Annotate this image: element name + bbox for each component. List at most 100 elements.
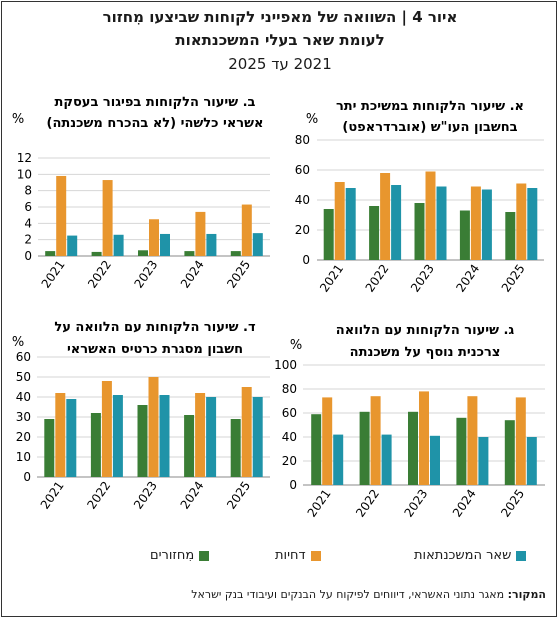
legend-label-rejections: דחיות [275,548,306,563]
chart-3-ytick-label: 80 [282,382,297,396]
chart-3-bar-refinanced [504,420,515,485]
chart-4-bar-rest [252,397,263,477]
chart-1-bar-rest [345,188,356,260]
chart-2-bar-rejections [241,204,252,256]
chart-2-category-label: 2023 [131,258,160,291]
figure-title: איור 4 | השוואה של מאפייני לקוחות שביצעו… [102,8,458,26]
chart-1-bar-refinanced [459,210,470,260]
chart-1-bar-rejections [470,186,481,260]
source-text: מאגר נתוני האשראי, דיווחים לפיקוח על הבנ… [191,588,505,601]
chart-4-bar-rejections [148,377,159,477]
chart-4-bar-rest [66,399,77,477]
chart-2-unit-label: % [12,112,24,127]
chart-1-bar-rejections [516,183,527,260]
chart-1-bar-refinanced [369,206,380,260]
chart-4-ytick-label: 20 [16,430,31,444]
chart-3-bar-rest [381,434,392,485]
chart-1-bar-rest [481,189,492,260]
legend-item-refinanced: מִחזורים [150,548,210,563]
chart-3-bar-refinanced [456,417,467,485]
chart-2-bar-rejections [56,175,67,256]
chart-1-category-label: 2025 [499,262,528,295]
chart-4-ytick-label: 60 [16,350,31,364]
chart-3-bar-rejections [322,397,333,485]
chart-1-bar-refinanced [414,203,425,260]
chart-4-category-label: 2025 [224,479,253,512]
chart-1-bar-rejections [380,173,391,260]
chart-2-bar-rest [67,235,78,256]
chart-3-title-line2: צרכנית נוסף על משכנתה [350,345,501,360]
chart-2-bar-refinanced [91,251,102,256]
chart-4-ytick-label: 50 [16,370,31,384]
source-label: המקור: [507,588,546,601]
chart-3-bar-rejections [370,396,381,485]
legend-swatch-refinanced [199,550,210,561]
chart-1-category-label: 2024 [453,262,482,295]
chart-4-category-label: 2022 [84,479,113,512]
legend-label-rest: שאר המשכנתאות [414,548,512,563]
chart-1-bar-rest [436,186,447,260]
chart-4-category-label: 2024 [178,479,207,512]
chart-1-ytick-label: 20 [295,223,310,237]
chart-4-category-label: 2021 [38,479,67,512]
chart-2-ytick-label: 8 [24,184,32,198]
chart-4-bar-refinanced [230,419,241,477]
chart-3-ytick-label: 0 [289,478,297,492]
chart-2-category-label: 2021 [39,258,68,291]
chart-4-bar-rejections [55,393,66,477]
chart-4-bar-refinanced [90,413,101,477]
chart-1-category-label: 2023 [408,262,437,295]
legend-label-refinanced: מִחזורים [150,548,195,563]
chart-1-bar-rejections [425,171,436,260]
chart-1-title-line1: א. שיעור הלקוחות במשיכת יתר [336,99,524,114]
chart-3-unit-label: % [290,338,302,353]
chart-3-bar-rejections [467,396,478,485]
chart-2-bar-refinanced [230,251,241,256]
chart-1-ytick-label: 60 [295,163,310,177]
source-note: המקור: מאגר נתוני האשראי, דיווחים לפיקוח… [191,588,546,601]
chart-3-bar-rest [430,435,440,485]
chart-2-bar-rest [206,233,217,256]
chart-2-category-label: 2024 [178,258,207,291]
chart-2-bar-refinanced [45,251,56,256]
chart-2-bar-rejections [102,180,113,256]
chart-2-bar-refinanced [184,251,195,256]
chart-3-bar-rejections [515,397,526,485]
chart-2-ytick-label: 10 [17,167,32,181]
chart-3-ytick-label: 40 [282,430,297,444]
chart-2-bar-refinanced [138,250,148,256]
chart-1-bar-rest [391,185,402,260]
chart-1-ytick-label: 0 [302,253,310,267]
chart-2-ytick-label: 4 [24,216,32,230]
chart-2-bar-rest [160,233,170,256]
legend-swatch-rejections [310,550,321,561]
chart-3-ytick-label: 60 [282,406,297,420]
chart-4-bar-rest [159,395,170,477]
legend-swatch-rest [516,550,527,561]
chart-4-bar-rejections [195,393,206,477]
chart-2-ytick-label: 2 [24,233,32,247]
chart-1-category-label: 2021 [317,262,346,295]
chart-1-bar-refinanced [323,209,334,260]
chart-3-category-label: 2022 [353,487,382,520]
chart-3-ytick-label: 20 [282,454,297,468]
chart-4-category-label: 2023 [131,479,160,512]
chart-3-bar-refinanced [311,414,322,485]
chart-4-bar-rejections [101,381,112,477]
chart-4-bar-rejections [241,387,252,477]
chart-4-ytick-label: 10 [16,450,31,464]
chart-3-bar-rejections [419,391,429,485]
chart-4-bar-refinanced [137,405,148,477]
chart-3-bar-rest [478,437,489,485]
chart-2-title-line2: אשראי כלשהי (לא בהכרח משכנתה) [47,116,264,131]
chart-1-unit-label: % [306,112,318,127]
chart-2-bar-rejections [149,219,159,256]
chart-3-bar-refinanced [359,411,370,485]
chart-4-bar-rest [112,395,123,477]
chart-3-bar-rest [333,434,344,485]
chart-3-ytick-label: 100 [274,358,297,372]
chart-4-ytick-label: 30 [16,410,31,424]
chart-4-ytick-label: 40 [16,390,31,404]
